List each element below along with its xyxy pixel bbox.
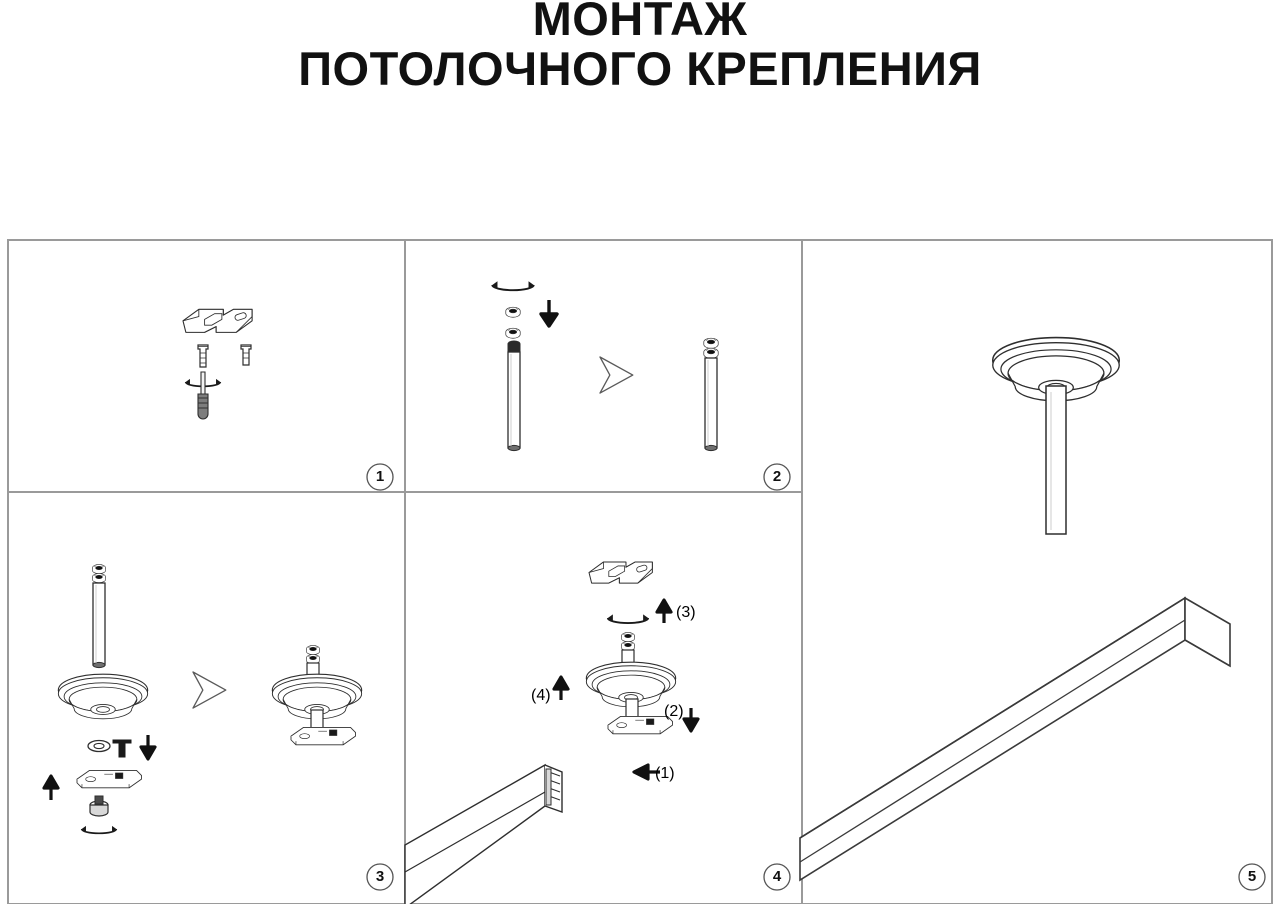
page-title: МОНТАЖ ПОТОЛОЧНОГО КРЕПЛЕНИЯ (0, 0, 1280, 94)
panel-1[interactable] (8, 240, 405, 492)
panel-4[interactable] (405, 492, 802, 904)
title-line-2: ПОТОЛОЧНОГО КРЕПЛЕНИЯ (298, 41, 982, 95)
callout-label-1: (1) (655, 765, 675, 782)
callout-label-2: (2) (664, 703, 684, 720)
step-number-5: 5 (1247, 868, 1257, 885)
callout-label-4: (4) (531, 687, 551, 704)
panel-3[interactable] (8, 492, 405, 904)
panel-2[interactable] (405, 240, 802, 492)
panel-5[interactable] (802, 240, 1272, 904)
step-number-1: 1 (375, 468, 385, 485)
step-number-4: 4 (772, 868, 782, 885)
title-line-1: МОНТАЖ (532, 0, 748, 45)
callout-label-3: (3) (676, 604, 696, 621)
step-number-2: 2 (772, 468, 782, 485)
step-number-3: 3 (375, 868, 385, 885)
